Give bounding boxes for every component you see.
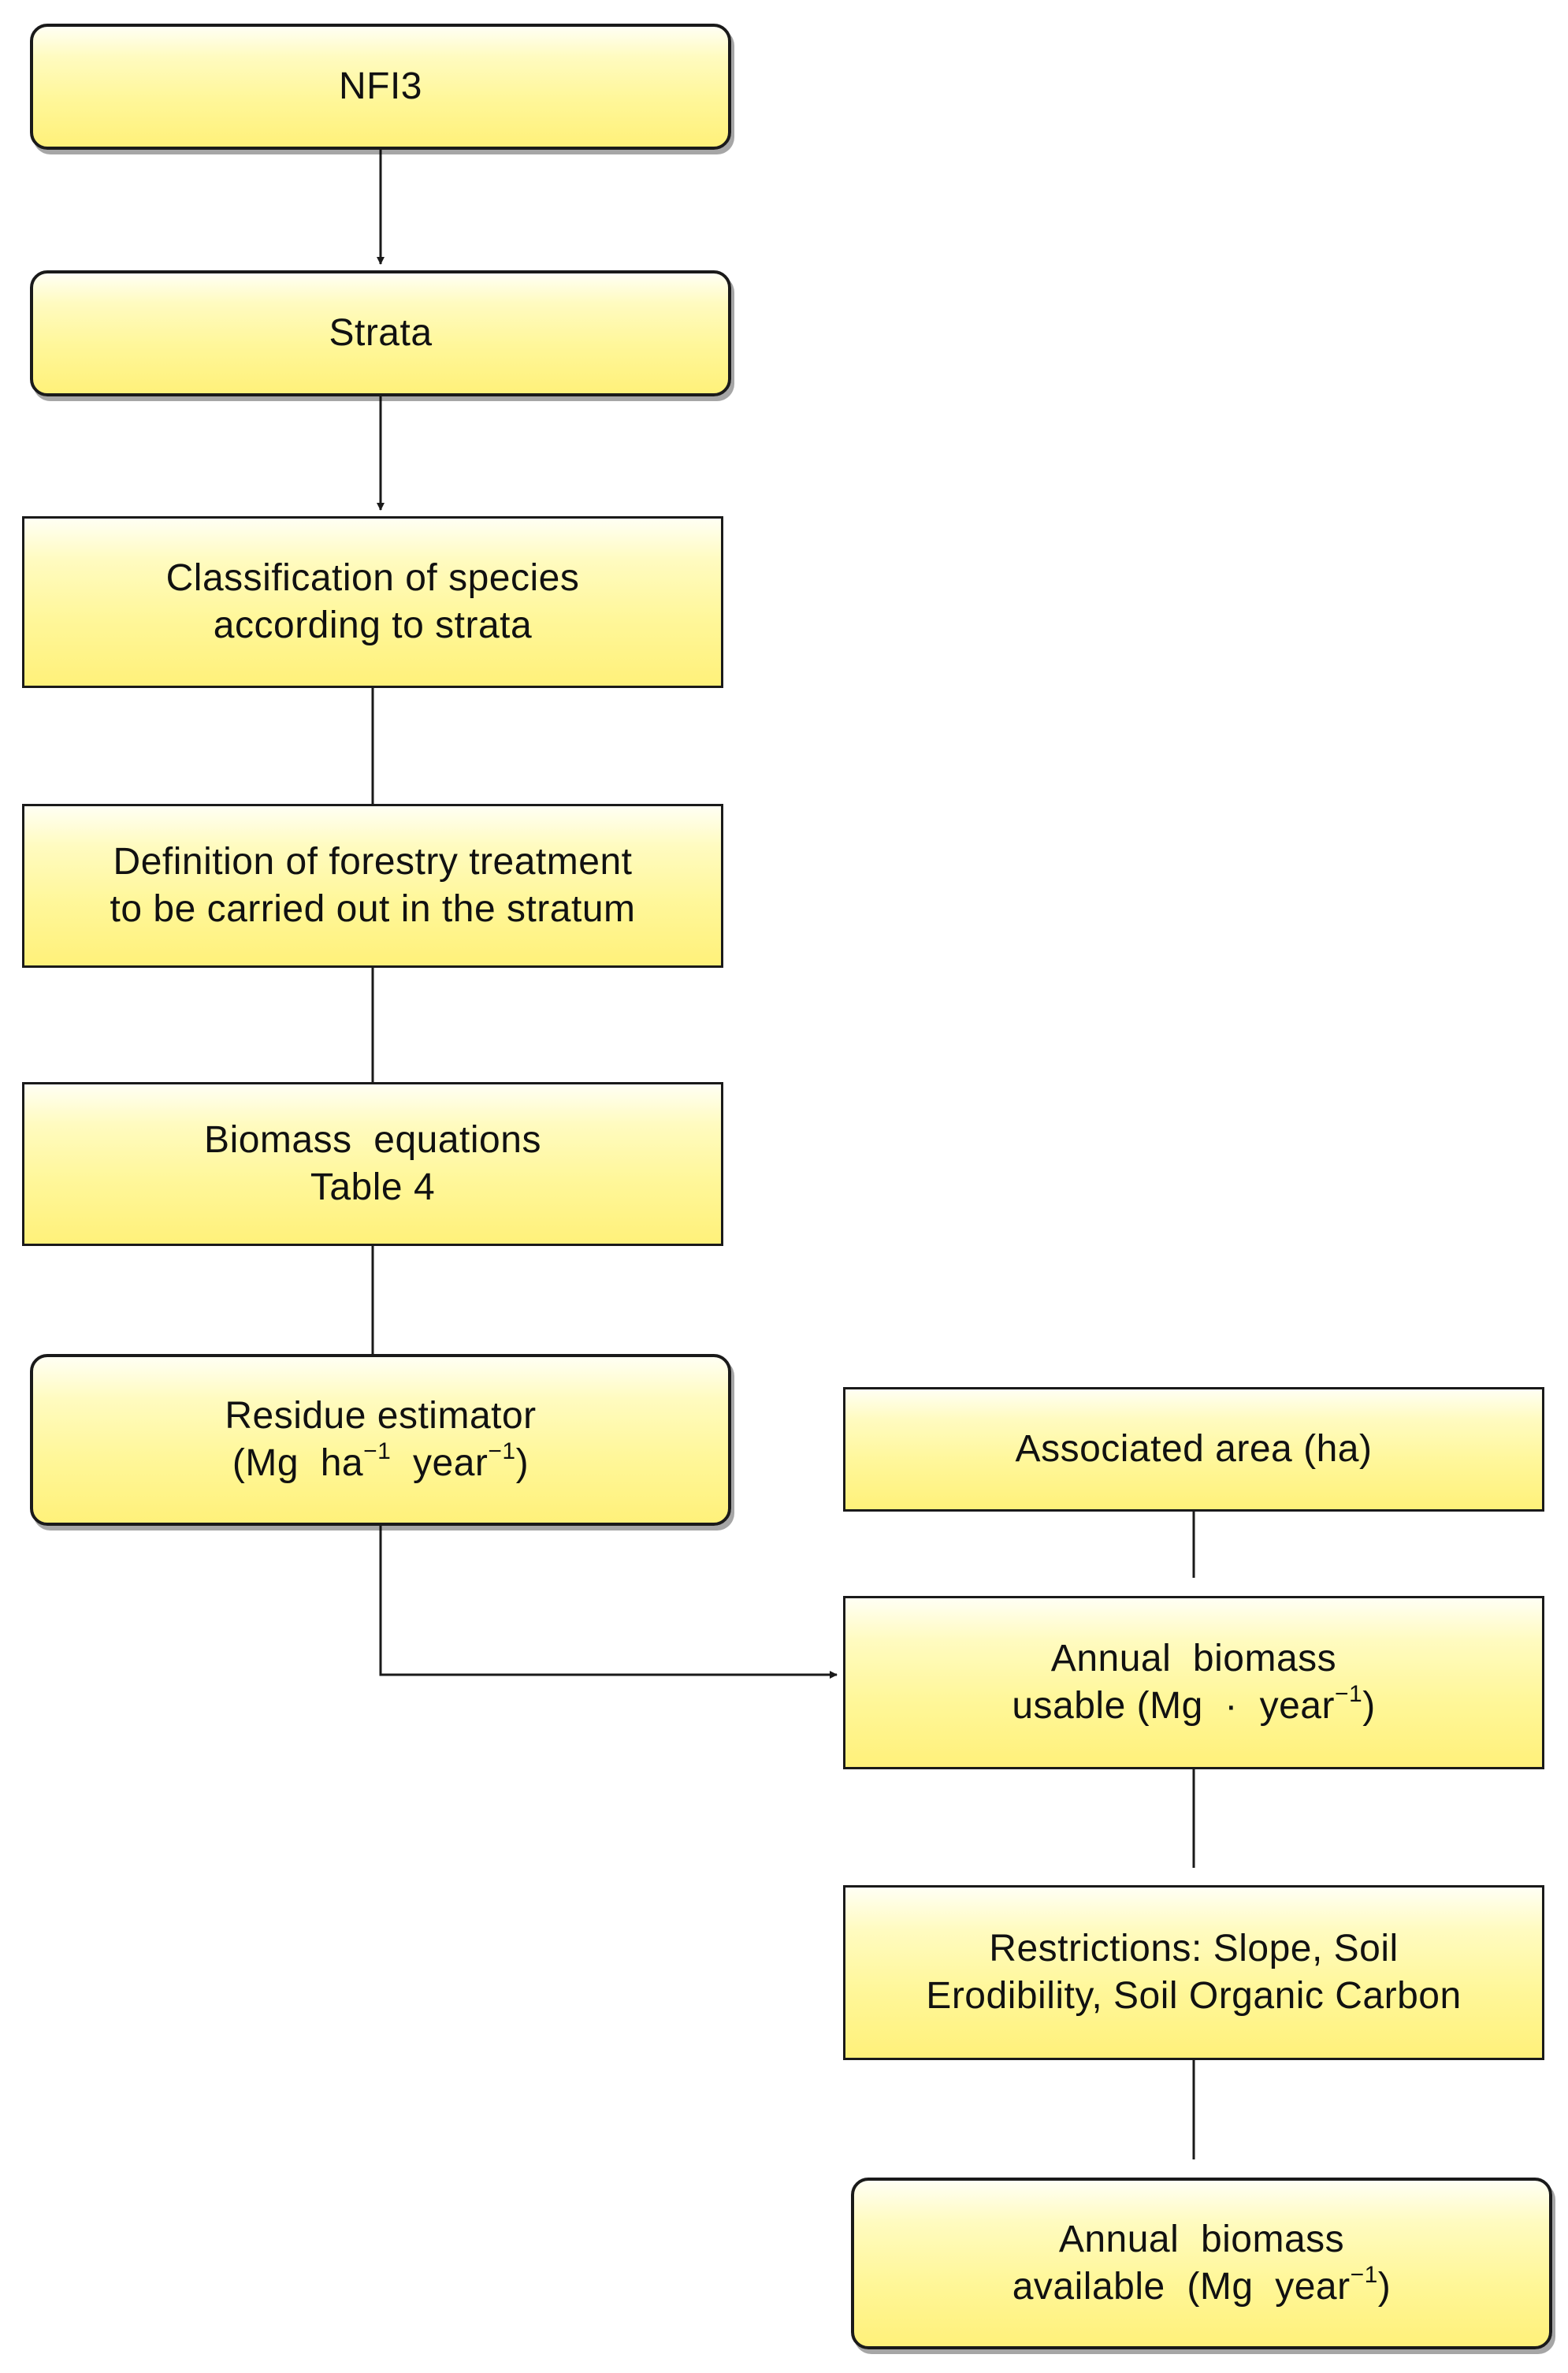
- node-usable-line-2: usable (Mg · year−1): [1012, 1683, 1375, 1730]
- node-treatment-line-2: to be carried out in the stratum: [110, 888, 636, 930]
- node-usable-exponent: −1: [1334, 1681, 1363, 1707]
- node-treatment-line-1: Definition of forestry treatment: [113, 841, 633, 883]
- node-usable-unit-a: usable (Mg · year: [1012, 1685, 1335, 1727]
- node-classification-line-1: Classification of species: [165, 557, 580, 599]
- node-biomass-equations-line-2: Table 4: [310, 1166, 436, 1208]
- node-available-unit-b: ): [1377, 2266, 1392, 2308]
- node-biomass-equations: Biomass equations Table 4: [22, 1082, 723, 1246]
- node-available-exponent: −1: [1350, 2262, 1378, 2288]
- node-nfi3-label: NFI3: [338, 65, 422, 107]
- node-restrictions-line-1: Restrictions: Slope, Soil: [989, 1928, 1399, 1969]
- node-available-line-1: Annual biomass: [1058, 2219, 1345, 2260]
- node-classification-line-2: according to strata: [213, 604, 533, 646]
- node-residue-exponent-1: −1: [363, 1438, 392, 1464]
- node-annual-biomass-usable: Annual biomass usable (Mg · year−1): [843, 1596, 1544, 1769]
- edge-residue-to-annual-usable: [379, 1526, 838, 1679]
- node-usable-line-1: Annual biomass: [1050, 1638, 1337, 1679]
- node-restrictions-line-2: Erodibility, Soil Organic Carbon: [926, 1975, 1462, 2017]
- node-residue-exponent-2: −1: [488, 1438, 516, 1464]
- node-associated-area: Associated area (ha): [843, 1387, 1544, 1512]
- node-residue-estimator: Residue estimator (Mg ha−1 year−1): [30, 1354, 731, 1526]
- node-residue-unit-b: year: [391, 1442, 489, 1484]
- node-nfi3: NFI3: [30, 24, 731, 150]
- node-usable-unit-b: ): [1362, 1685, 1376, 1727]
- node-annual-biomass-available: Annual biomass available (Mg year−1): [851, 2178, 1552, 2349]
- node-strata: Strata: [30, 270, 731, 396]
- node-residue-line-1: Residue estimator: [225, 1395, 537, 1437]
- node-residue-unit-c: ): [515, 1442, 529, 1484]
- node-classification-of-species: Classification of species according to s…: [22, 516, 723, 688]
- node-residue-unit-a: (Mg ha: [232, 1442, 364, 1484]
- node-biomass-equations-line-1: Biomass equations: [204, 1119, 541, 1161]
- node-restrictions: Restrictions: Slope, Soil Erodibility, S…: [843, 1885, 1544, 2060]
- node-available-unit-a: available (Mg year: [1012, 2266, 1351, 2308]
- node-associated-area-label: Associated area (ha): [1015, 1428, 1373, 1470]
- node-forestry-treatment: Definition of forestry treatment to be c…: [22, 804, 723, 968]
- node-available-line-2: available (Mg year−1): [1013, 2263, 1392, 2311]
- node-strata-label: Strata: [329, 312, 433, 354]
- node-residue-line-2: (Mg ha−1 year−1): [225, 1440, 536, 1487]
